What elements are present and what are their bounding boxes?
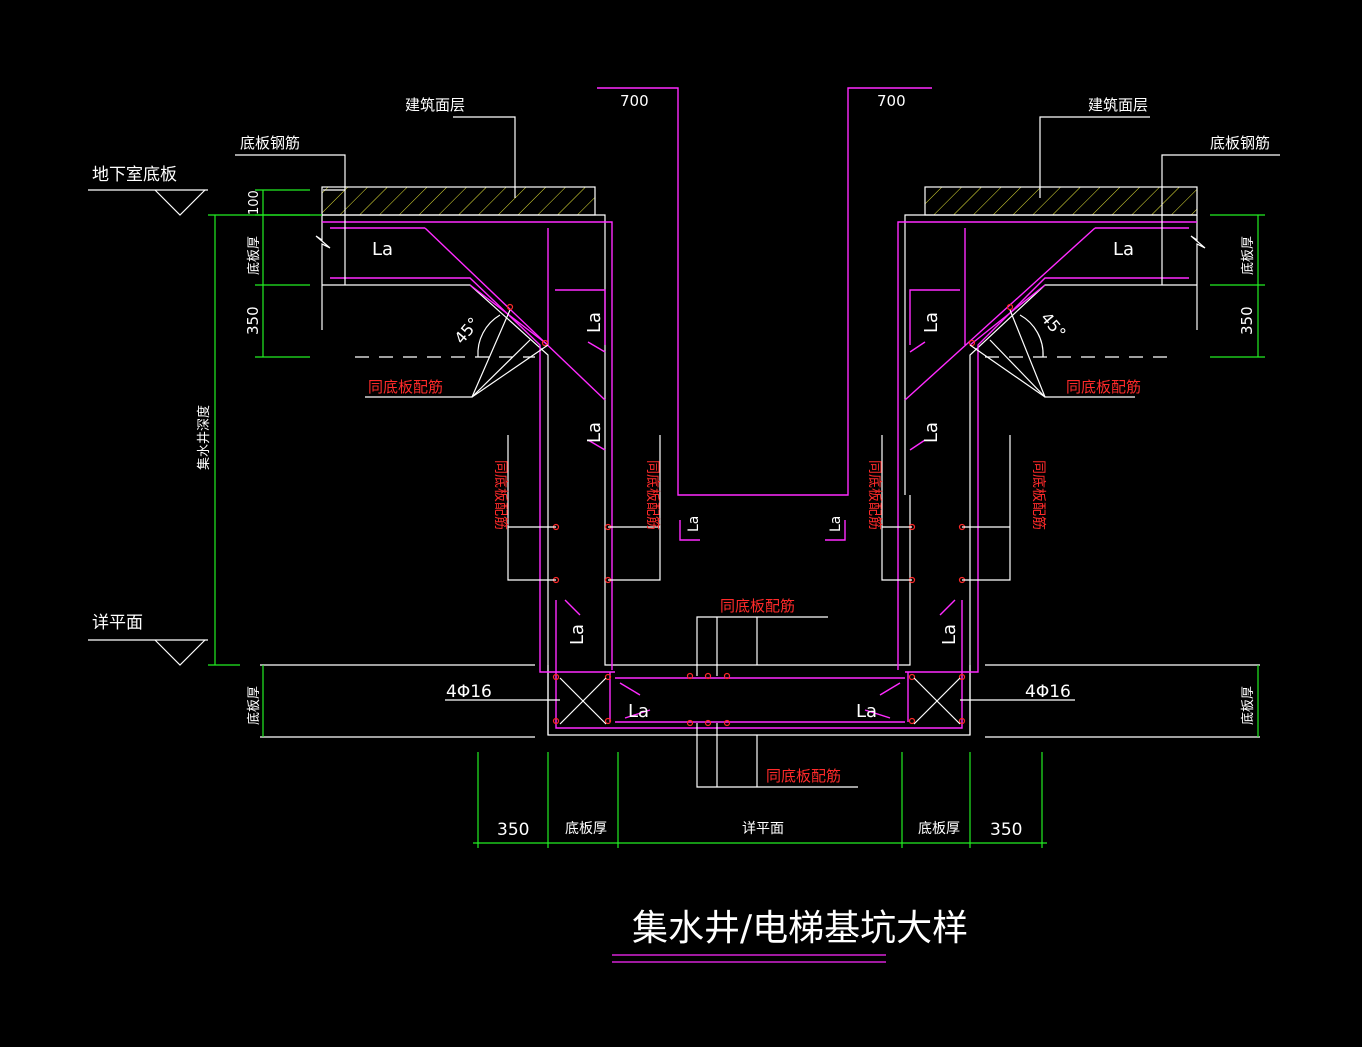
dim-top-right: 700 — [877, 92, 906, 110]
note-same-as-slab: 同底板配筋 — [720, 597, 795, 615]
drawing-title: 集水井/电梯基坑大样 — [632, 908, 968, 949]
label-slab-rebar-right: 底板钢筋 — [1210, 134, 1270, 152]
dim-offset-left: 350 — [244, 306, 262, 335]
dim-top-left: 700 — [620, 92, 649, 110]
anchor-label: La — [584, 422, 605, 443]
label-detail-plan-left: 详平面 — [92, 613, 143, 633]
concrete-outline — [260, 214, 1260, 738]
rebar-lines — [322, 221, 1197, 729]
anchor-label: La — [921, 422, 942, 443]
label-finish-right: 建筑面层 — [1088, 96, 1148, 114]
anchor-label: La — [584, 312, 605, 333]
label-pit-depth: 集水井深度 — [196, 405, 212, 470]
dim-bottom-3: 底板厚 — [918, 821, 960, 837]
leader-lines — [88, 116, 1280, 788]
anchor-label: La — [628, 701, 649, 722]
anchor-label: La — [372, 239, 393, 260]
label-slab-thick-left-top: 底板厚 — [246, 236, 262, 275]
center-sump — [597, 87, 932, 541]
angle-label-left: 45° — [451, 314, 484, 348]
note-same-as-slab: 同底板配筋 — [866, 460, 883, 530]
note-same-as-slab: 同底板配筋 — [492, 460, 509, 530]
anchor-label: La — [939, 624, 960, 645]
note-same-as-slab: 同底板配筋 — [644, 460, 661, 530]
finish-layer-left — [321, 186, 596, 216]
anchor-label: La — [567, 624, 588, 645]
label-slab-thick-right-bottom: 底板厚 — [1240, 686, 1256, 725]
dim-cover: 100 — [247, 190, 262, 215]
bars-label-right: 4Φ16 — [1025, 682, 1071, 702]
angle-label-right: 45° — [1037, 308, 1070, 342]
label-finish-left: 建筑面层 — [405, 96, 465, 114]
label-slab-thick-right-top: 底板厚 — [1240, 236, 1256, 275]
dimension-lines — [208, 189, 1265, 848]
note-same-as-slab: 同底板配筋 — [1030, 460, 1047, 530]
note-same-as-slab: 同底板配筋 — [1066, 378, 1141, 396]
note-same-as-slab: 同底板配筋 — [368, 378, 443, 396]
note-same-as-slab: 同底板配筋 — [766, 767, 841, 785]
anchor-label: La — [921, 312, 942, 333]
rebar-dots — [506, 303, 1014, 727]
dim-offset-right: 350 — [1238, 306, 1256, 335]
dim-bottom-0: 350 — [497, 820, 529, 840]
corner-bars — [559, 677, 961, 725]
finish-layer-right — [924, 186, 1198, 216]
dim-bottom-4: 350 — [990, 820, 1022, 840]
anchor-label: La — [1113, 239, 1134, 260]
label-basement-slab: 地下室底板 — [92, 165, 177, 185]
dim-bottom-1: 底板厚 — [565, 821, 607, 837]
anchor-label: La — [828, 516, 844, 532]
dim-bottom-2: 详平面 — [742, 821, 784, 837]
anchor-label: La — [856, 701, 877, 722]
anchor-label: La — [686, 516, 702, 532]
bars-label-left: 4Φ16 — [446, 682, 492, 702]
label-slab-thick-left-bottom: 底板厚 — [246, 686, 262, 725]
label-slab-rebar-left: 底板钢筋 — [240, 134, 300, 152]
